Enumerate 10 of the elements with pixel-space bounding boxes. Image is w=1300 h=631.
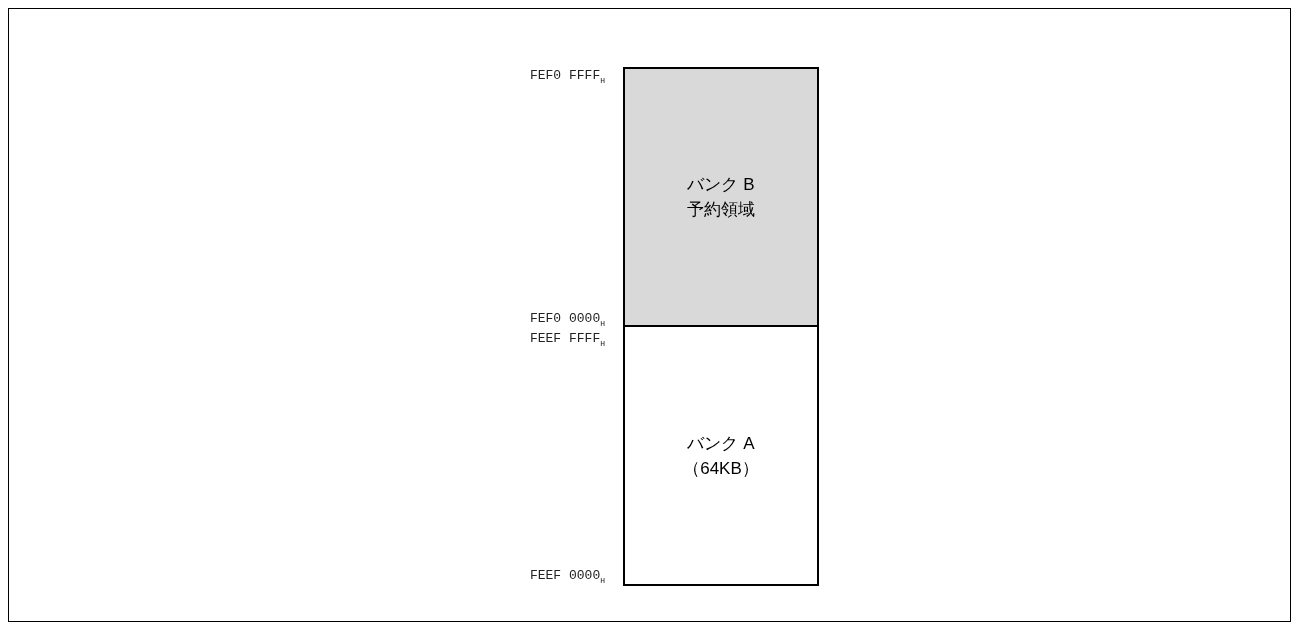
address-label: FEEF 0000$_{H}$ (529, 568, 605, 585)
region-name: バンク A (687, 432, 755, 455)
address-label: FEF0 FFFF$_{H}$ (529, 68, 605, 85)
region-note: （64KB） (683, 457, 759, 480)
region-name: バンク B (687, 174, 755, 196)
memory-region (623, 67, 819, 327)
memory-region (623, 325, 819, 586)
region-note: 予約領域 (687, 199, 755, 221)
address-label: FEF0 0000$_{H}$ (529, 311, 605, 328)
address-label: FEEF FFFF$_{H}$ (529, 331, 605, 348)
